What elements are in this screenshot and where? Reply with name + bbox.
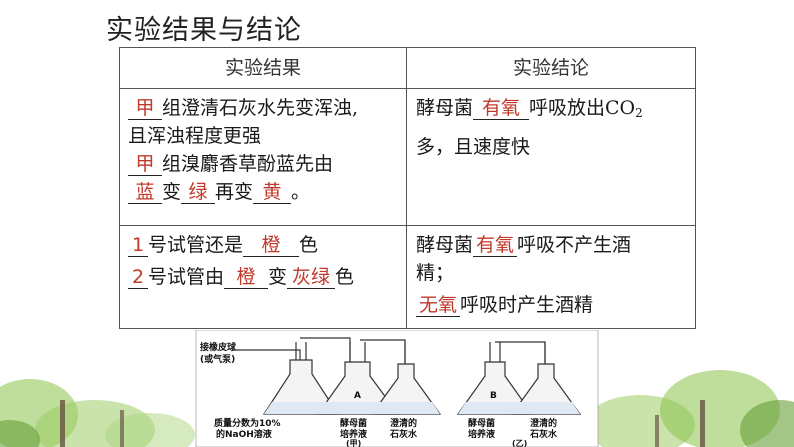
header-conclusion: 实验结论	[512, 57, 589, 79]
row1-conclusion: 酵母菌有氧呼吸放出CO2 多，且速度快	[416, 94, 694, 161]
text: 变	[268, 266, 288, 288]
text: 酵母菌	[416, 97, 474, 119]
answer-blank: 无氧	[416, 294, 460, 317]
page-title: 实验结果与结论	[106, 15, 302, 46]
foliage-right	[585, 370, 794, 447]
lime-label-2: 石灰水	[389, 428, 418, 440]
naoh-label-2: 的NaOH溶液	[216, 428, 273, 440]
answer-blank: 蓝	[128, 181, 162, 204]
text: 组澄清石灰水先变浑浊,	[162, 97, 359, 119]
table-divider-header	[120, 88, 695, 89]
text: 色	[299, 234, 319, 256]
foliage-left	[0, 379, 195, 447]
text: 号试管还是	[148, 234, 244, 256]
answer-blank: 有氧	[473, 234, 518, 257]
answer-blank: 橙	[243, 234, 300, 257]
answer-blank: 橙	[224, 266, 269, 289]
table-divider-row	[120, 225, 695, 226]
row1-results: 甲组澄清石灰水先变浑浊, 且浑浊程度更强 甲组溴麝香草酚蓝先由 蓝变绿再变黄。	[128, 94, 408, 206]
yeast-label-4: 培养液	[468, 428, 496, 440]
group-yi-label: (乙)	[512, 439, 527, 447]
text: 。	[291, 181, 311, 203]
text: 酵母菌	[416, 234, 474, 256]
naoh-label-1: 质量分数为10%	[214, 417, 281, 429]
answer-blank: 甲	[128, 97, 162, 120]
apparatus-diagram: 接橡皮球 (或气泵) A B 质量分数为10% 的NaOH溶液 酵母菌 培养液 …	[195, 330, 599, 447]
table-divider-vertical	[406, 48, 407, 328]
answer-blank: 1	[128, 234, 148, 257]
yeast-label-2: 培养液	[340, 428, 368, 440]
text: 呼吸不产生酒	[517, 234, 632, 256]
yeast-label-3: 酵母菌	[468, 417, 495, 429]
answer-blank: 有氧	[473, 97, 530, 120]
text: 呼吸放出CO	[529, 97, 636, 119]
footer-illustration: 接橡皮球 (或气泵) A B 质量分数为10% 的NaOH溶液 酵母菌 培养液 …	[0, 330, 794, 447]
group-jia-label: (甲)	[346, 439, 361, 447]
text: 呼吸时产生酒精	[460, 294, 594, 316]
text: 号试管由	[148, 266, 225, 288]
lime-label-1: 澄清的	[390, 417, 417, 429]
text: 多，且速度快	[416, 136, 531, 158]
answer-blank: 甲	[128, 153, 162, 176]
text: 精；	[416, 262, 455, 284]
header-results: 实验结果	[224, 57, 301, 79]
answer-blank: 黄	[253, 181, 292, 204]
text: 组溴麝香草酚蓝先由	[162, 153, 334, 175]
row2-conclusion: 酵母菌有氧呼吸不产生酒 精； 无氧呼吸时产生酒精	[416, 231, 694, 319]
subscript: 2	[635, 106, 643, 120]
answer-blank: 绿	[181, 181, 216, 204]
lime-label-4: 石灰水	[529, 428, 558, 440]
flask-label-b: B	[490, 391, 497, 401]
pump-label-2: (或气泵)	[200, 353, 235, 365]
lime-label-3: 澄清的	[530, 417, 557, 429]
pump-label-1: 接橡皮球	[200, 341, 237, 353]
results-table: 实验结果 实验结论 甲组澄清石灰水先变浑浊, 且浑浊程度更强 甲组溴麝香草酚蓝先…	[119, 47, 696, 329]
text: 色	[335, 266, 355, 288]
text: 变	[162, 181, 182, 203]
text: 且浑浊程度更强	[128, 125, 262, 147]
flask-label-a: A	[354, 391, 361, 401]
text: 再变	[215, 181, 254, 203]
answer-blank: 2	[128, 266, 148, 289]
yeast-label-1: 酵母菌	[340, 417, 367, 429]
answer-blank: 灰绿	[287, 266, 336, 289]
